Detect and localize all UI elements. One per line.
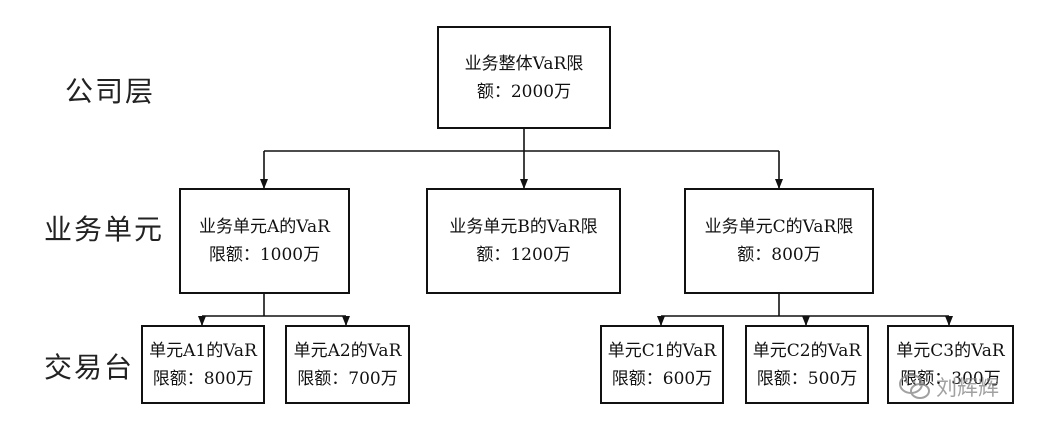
layer-label-company: 公司层 [65,75,156,108]
layer-label-trading-desk: 交易台 [44,351,135,384]
node-line: 业务整体VaR限 [464,53,584,74]
node-desk-a1: 单元A1的VaR 限额：800万 [141,325,265,404]
node-line: 单元C1的VaR [607,340,717,361]
node-line: 限额：1000万 [208,245,321,265]
node-desk-c1: 单元C1的VaR 限额：600万 [600,325,724,404]
node-desk-a2: 单元A2的VaR 限额：700万 [285,325,410,404]
node-line: 限额：700万 [297,368,398,389]
node-line: 业务单元C的VaR限 [704,217,854,237]
watermark-text: 刘辉辉 [936,376,999,400]
watermark: 刘辉辉 [898,370,999,404]
node-desk-c2: 单元C2的VaR 限额：500万 [745,325,869,404]
node-line: 额：1200万 [476,245,571,265]
node-desk-c3: 单元C3的VaR 限额：300万 [887,325,1014,404]
node-line: 单元C2的VaR [752,340,862,361]
node-line: 单元C3的VaR [896,340,1005,361]
layer-label-business-unit: 业务单元 [44,213,165,246]
node-line: 业务单元B的VaR限 [449,217,598,237]
node-line: 业务单元A的VaR [199,217,330,237]
node-line: 额：800万 [737,245,821,265]
node-line: 限额：800万 [152,368,254,389]
node-line: 限额：500万 [756,368,858,389]
node-line: 单元A1的VaR [149,340,257,361]
node-line: 限额：300万 [900,368,1001,389]
node-company-total: 业务整体VaR限 额：2000万 [437,26,611,129]
node-unit-b: 业务单元B的VaR限 额：1200万 [426,188,621,294]
node-unit-a: 业务单元A的VaR 限额：1000万 [179,188,350,294]
node-line: 额：2000万 [476,81,572,102]
node-unit-c: 业务单元C的VaR限 额：800万 [684,188,874,294]
node-line: 限额：600万 [611,368,713,389]
node-line: 单元A2的VaR [293,340,402,361]
wechat-icon [899,374,930,399]
